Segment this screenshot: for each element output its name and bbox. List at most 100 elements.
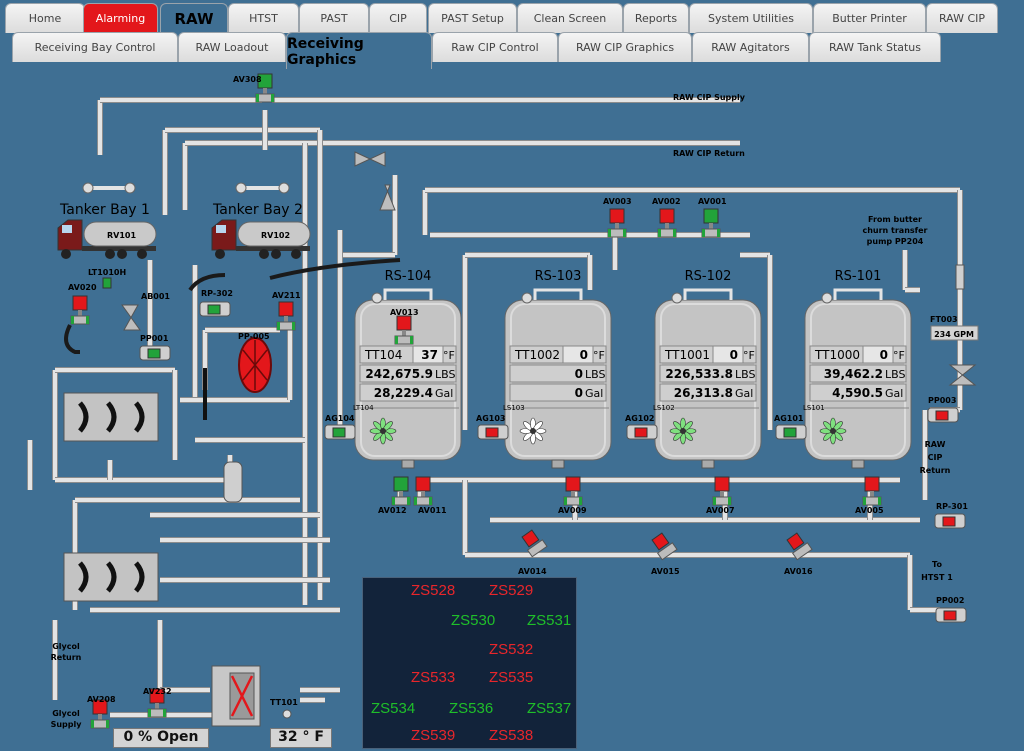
av011-valve[interactable] — [413, 476, 433, 506]
av012-valve[interactable] — [391, 476, 411, 506]
av211-valve-actuator[interactable] — [278, 301, 294, 317]
pp002-pump-status[interactable] — [943, 610, 957, 621]
av020-valve-actuator[interactable] — [72, 295, 88, 311]
pp001-pump-status[interactable] — [147, 348, 161, 359]
tank-lbs-unit: LBS — [435, 368, 455, 381]
tanker-truck-rv101-tank — [83, 221, 157, 247]
av005-valve[interactable] — [862, 476, 882, 506]
av208-valve[interactable] — [90, 699, 110, 729]
tab-receiving-graphics[interactable]: Receiving Graphics — [286, 32, 432, 70]
tab-htst[interactable]: HTST — [228, 3, 299, 33]
tab-reports[interactable]: Reports — [623, 3, 689, 33]
av011-label: AV011 — [418, 506, 447, 515]
pp003-pump[interactable] — [927, 407, 959, 423]
av007-valve[interactable] — [712, 476, 732, 506]
ab001-valve-icon[interactable] — [121, 304, 141, 331]
tab-raw-tank-status[interactable]: RAW Tank Status — [809, 32, 941, 62]
av007-valve-actuator[interactable] — [714, 476, 730, 492]
pp002-pump[interactable] — [935, 607, 967, 623]
tab-cip[interactable]: CIP — [369, 3, 427, 33]
av002-valve-actuator[interactable] — [659, 208, 675, 224]
av001-valve-stem — [709, 223, 713, 229]
tab-system-utilities[interactable]: System Utilities — [689, 3, 813, 33]
rp301-pump-status[interactable] — [942, 516, 956, 527]
tab-past-setup[interactable]: PAST Setup — [428, 3, 517, 33]
tank-gal-row — [809, 383, 907, 402]
av009-valve[interactable] — [563, 476, 583, 506]
manual-valve-icon[interactable] — [379, 184, 396, 211]
av005-valve-actuator[interactable] — [864, 476, 880, 492]
tab-raw-loadout[interactable]: RAW Loadout — [178, 32, 286, 62]
av013-valve-actuator[interactable] — [396, 315, 412, 331]
check-valve-icon[interactable] — [948, 364, 977, 386]
tab-raw-cip-control[interactable]: Raw CIP Control — [432, 32, 558, 62]
av003-valve-actuator[interactable] — [609, 208, 625, 224]
lt1010h-indicator[interactable] — [102, 277, 112, 289]
glycol-temperature-readout: 32 ° F — [270, 728, 332, 748]
ag102-agitator-drive-status[interactable] — [634, 427, 648, 438]
tab-raw-agitators[interactable]: RAW Agitators — [692, 32, 809, 62]
tab-past[interactable]: PAST — [299, 3, 369, 33]
tab-home[interactable]: Home — [5, 3, 85, 33]
tank-lbs-value: 226,533.8 — [665, 367, 733, 381]
tab-raw-cip-graphics[interactable]: RAW CIP Graphics — [558, 32, 692, 62]
tab-alarming[interactable]: Alarming — [83, 3, 158, 33]
av002-valve[interactable] — [657, 208, 677, 238]
ag103-agitator-drive[interactable] — [477, 424, 509, 440]
raw-cip-return-label: RAW CIP Return — [673, 149, 745, 158]
av002-valve-body — [658, 229, 661, 237]
pp002-label: PP002 — [936, 596, 964, 605]
av020-valve[interactable] — [70, 295, 90, 325]
pp003-pump-status[interactable] — [935, 410, 949, 421]
av015-valve-actuator[interactable] — [651, 532, 670, 551]
av232-valve[interactable] — [147, 688, 167, 718]
tab-receiving-bay-control[interactable]: Receiving Bay Control — [12, 32, 178, 62]
av308-valve-body — [271, 94, 274, 102]
manual-valve-icon[interactable] — [354, 151, 386, 167]
ab001-label: AB001 — [141, 292, 170, 301]
ag103-agitator-drive-status[interactable] — [485, 427, 499, 438]
av308-valve[interactable] — [255, 73, 275, 103]
tab-raw[interactable]: RAW — [160, 3, 228, 33]
hookup-coupler-icon — [235, 182, 247, 194]
av014-label: AV014 — [518, 567, 547, 576]
lt1010h-label: LT1010H — [88, 268, 126, 277]
av012-valve-actuator[interactable] — [393, 476, 409, 492]
tank-gal-row — [509, 383, 607, 402]
tab-butter-printer[interactable]: Butter Printer — [813, 3, 926, 33]
tab-raw-cip[interactable]: RAW CIP — [926, 3, 998, 33]
av001-valve[interactable] — [701, 208, 721, 238]
ag101-agitator-drive-status[interactable] — [783, 427, 797, 438]
ag104-agitator-drive-status[interactable] — [332, 427, 346, 438]
agitator-hub — [830, 428, 836, 434]
hookup-coupler-icon — [278, 182, 290, 194]
tab-clean-screen[interactable]: Clean Screen — [517, 3, 623, 33]
rp302-pump[interactable] — [199, 301, 231, 317]
av014-valve-actuator[interactable] — [521, 529, 540, 548]
tank-top-pipe — [533, 288, 583, 300]
ag104-agitator-drive[interactable] — [324, 424, 356, 440]
rp302-pump-status[interactable] — [207, 304, 221, 315]
transfer-hose — [64, 324, 80, 354]
av005-valve-body — [863, 497, 866, 505]
av011-valve-actuator[interactable] — [415, 476, 431, 492]
ag101-agitator-drive[interactable] — [775, 424, 807, 440]
av015-valve[interactable] — [650, 531, 678, 561]
ag102-agitator-drive[interactable] — [626, 424, 658, 440]
av009-valve-actuator[interactable] — [565, 476, 581, 492]
av003-valve[interactable] — [607, 208, 627, 238]
av013-valve[interactable] — [394, 315, 414, 345]
pp001-pump[interactable] — [139, 345, 171, 361]
av211-valve[interactable] — [276, 301, 296, 331]
av016-valve[interactable] — [785, 531, 813, 561]
av014-valve[interactable] — [520, 528, 548, 558]
av001-valve-actuator[interactable] — [703, 208, 719, 224]
av016-valve-actuator[interactable] — [786, 532, 805, 551]
rp301-pump[interactable] — [934, 513, 966, 529]
zs-indicator-zs534: ZS534 — [371, 700, 416, 717]
